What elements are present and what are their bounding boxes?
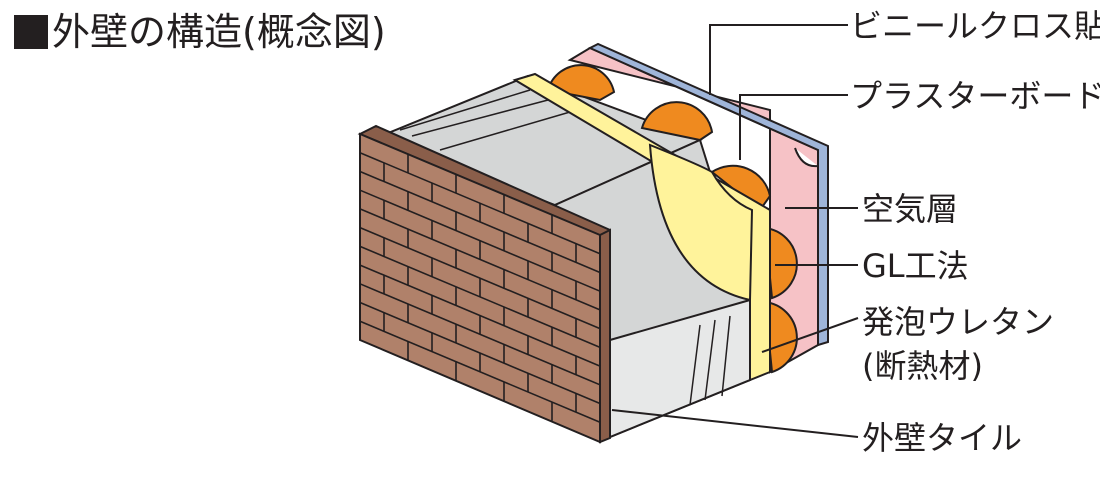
square-bullet-icon [14, 15, 48, 49]
leader-vinyl-cloth [709, 24, 848, 95]
concrete-texture-lines [399, 89, 731, 406]
gl-dab-2 [640, 101, 714, 142]
label-plaster-board: プラスターボード [850, 77, 1100, 115]
label-air-layer: 空気層 [862, 190, 959, 228]
urethane-curved-layer [648, 143, 754, 302]
diagram-title-text: 外壁の構造(概念図) [52, 10, 386, 54]
leader-exterior-tile [611, 409, 859, 438]
gl-dab-5 [763, 300, 798, 374]
tile-grout-horizontal [359, 170, 601, 274]
gl-bond-dabs [546, 64, 798, 374]
leader-plaster-board [739, 94, 848, 160]
diagram-title: 外壁の構造(概念図) [14, 4, 386, 60]
label-urethane: 発泡ウレタン [862, 303, 1055, 341]
label-vinyl-cloth: ビニールクロス貼 [850, 7, 1100, 45]
label-urethane-note: (断熱材) [862, 347, 983, 385]
leader-lines [611, 24, 859, 438]
vinyl-cloth-strip [587, 42, 829, 347]
gl-dab-4 [763, 226, 798, 300]
label-gl-method: GL工法 [862, 247, 969, 285]
tile-grout-lines [359, 151, 601, 424]
plaster-board-edge [794, 147, 819, 168]
leader-urethane [761, 317, 859, 353]
label-exterior-tile: 外壁タイル [862, 419, 1023, 457]
tile-side-edge [599, 228, 611, 444]
gl-dab-3 [710, 164, 772, 212]
